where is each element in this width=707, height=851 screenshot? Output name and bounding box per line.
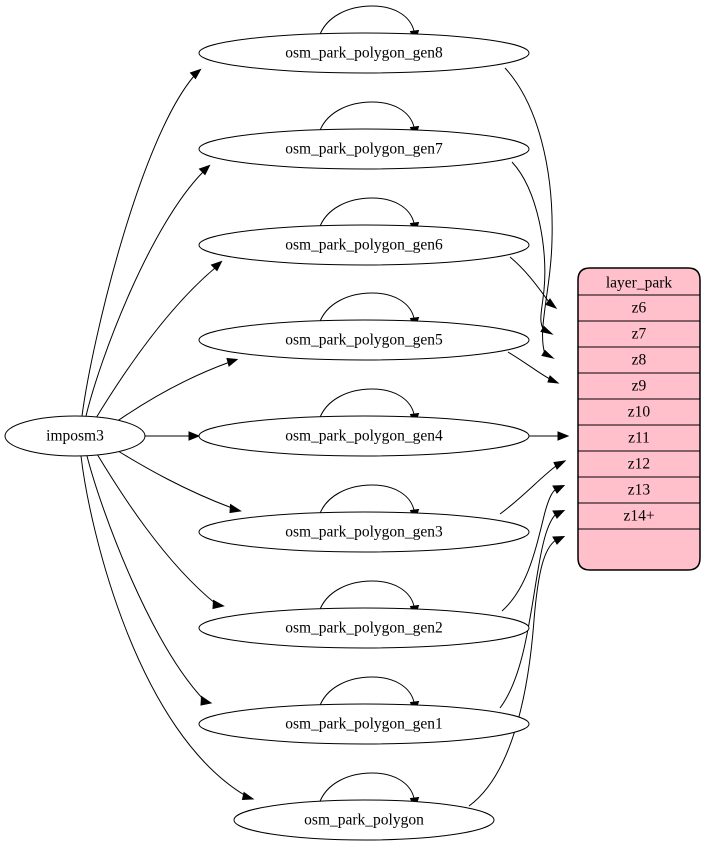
edge-group-source-to-nodes: [80, 68, 255, 801]
edge-imposm3-to-gen7: [85, 171, 204, 417]
self-loop-gen5: [318, 292, 415, 325]
node-gen2-shape[interactable]: [198, 607, 530, 649]
node-gen5-shape[interactable]: [198, 319, 530, 361]
arrowhead-imposm3-to-gen7: [198, 164, 211, 176]
edge-imposm3-to-gen8: [81, 75, 195, 417]
node-gen3-shape[interactable]: [198, 511, 530, 553]
node-gen3[interactable]: osm_park_polygon_gen3: [198, 511, 530, 553]
self-loop-gen7: [318, 101, 415, 134]
edge-imposm3-to-gen5: [115, 361, 231, 423]
self-loop-gen2: [318, 580, 415, 613]
arrowhead-gen2-to-z12: [552, 484, 566, 494]
arrowhead-gen5-to-z9: [547, 375, 560, 384]
table-row-z6[interactable]: z6: [632, 300, 647, 317]
node-gen2[interactable]: osm_park_polygon_gen2: [198, 607, 530, 649]
arrowhead-imposm3-to-gen6: [210, 260, 223, 272]
node-base-shape[interactable]: [233, 799, 495, 841]
arrowhead-imposm3-to-gen1: [200, 695, 213, 706]
node-base[interactable]: osm_park_polygon: [233, 799, 495, 841]
node-gen5-label: osm_park_polygon_gen5: [285, 332, 443, 349]
node-gen6-shape[interactable]: [198, 224, 530, 266]
arrowhead-imposm3-to-gen3: [229, 503, 242, 514]
arrowhead-base-to-z14: [552, 535, 566, 545]
edge-gen7-to-z7: [511, 161, 546, 331]
self-loop-gen1: [318, 676, 415, 709]
edge-gen3-to-z11: [499, 465, 557, 515]
node-gen4-label: osm_park_polygon_gen4: [285, 428, 443, 445]
edge-base-to-z14: [468, 539, 557, 807]
edge-imposm3-to-gen6: [95, 267, 216, 419]
self-loop-gen8: [318, 5, 415, 38]
node-gen8[interactable]: osm_park_polygon_gen8: [198, 32, 530, 74]
edge-gen1-to-z13: [499, 513, 557, 709]
table-row-z9[interactable]: z9: [632, 378, 647, 395]
node-base-label: osm_park_polygon: [304, 812, 424, 829]
self-loop-gen4: [318, 388, 415, 421]
node-gen6-label: osm_park_polygon_gen6: [285, 237, 443, 254]
edge-gen2-to-z12: [501, 488, 557, 612]
edge-group-nodes-to-table: [468, 67, 570, 807]
arrowhead-gen7-to-z7: [540, 325, 554, 335]
table-row-z13[interactable]: z13: [628, 482, 651, 499]
arrowhead-gen3-to-z11: [553, 460, 567, 470]
arrowhead-gen1-to-z13: [552, 509, 566, 519]
node-gen4-shape[interactable]: [198, 415, 530, 457]
arrowhead-gen8-to-z8: [541, 349, 555, 359]
node-gen1-shape[interactable]: [198, 703, 530, 745]
node-imposm3-label: imposm3: [46, 428, 104, 445]
node-gen6[interactable]: osm_park_polygon_gen6: [198, 224, 530, 266]
self-loop-base: [318, 772, 415, 805]
arrowhead-gen4-to-z10: [557, 431, 570, 441]
node-gen8-shape[interactable]: [198, 32, 530, 74]
node-gen3-label: osm_park_polygon_gen3: [285, 524, 443, 541]
edge-imposm3-to-gen1: [86, 455, 205, 701]
table-header-label: layer_park: [606, 275, 673, 292]
node-gen2-label: osm_park_polygon_gen2: [285, 620, 443, 637]
edge-gen8-to-z8: [504, 67, 553, 355]
node-gen1[interactable]: osm_park_polygon_gen1: [198, 703, 530, 745]
table-row-z8[interactable]: z8: [632, 352, 647, 369]
edge-gen6-to-z6: [509, 256, 550, 303]
edge-imposm3-to-base: [80, 455, 247, 797]
table-row-z14p[interactable]: z14+: [623, 508, 654, 525]
table-layer-park-background: [577, 267, 701, 571]
edge-imposm3-to-gen2: [96, 453, 217, 605]
table-row-z11[interactable]: z11: [628, 430, 650, 447]
arrowhead-gen6-to-z6: [545, 298, 558, 309]
node-gen1-label: osm_park_polygon_gen1: [285, 716, 443, 733]
node-imposm3[interactable]: imposm3: [4, 415, 146, 457]
edge-gen5-to-z9: [507, 351, 551, 380]
arrowhead-imposm3-to-gen5: [226, 357, 239, 367]
arrowhead-imposm3-to-gen2: [212, 599, 225, 610]
self-loop-gen3: [318, 484, 415, 517]
node-gen7-shape[interactable]: [198, 128, 530, 170]
node-gen7-label: osm_park_polygon_gen7: [285, 141, 443, 158]
arrowhead-imposm3-to-gen4: [188, 431, 201, 441]
node-imposm3-shape[interactable]: [4, 415, 146, 457]
table-layer-park[interactable]: layer_park z6 z7 z8 z9 z10 z11 z12 z13 z…: [577, 267, 701, 571]
node-gen7[interactable]: osm_park_polygon_gen7: [198, 128, 530, 170]
node-gen5[interactable]: osm_park_polygon_gen5: [198, 319, 530, 361]
table-row-z12[interactable]: z12: [628, 456, 650, 473]
arrowhead-imposm3-to-base: [241, 791, 255, 801]
edge-imposm3-to-gen3: [117, 450, 233, 509]
table-row-z7[interactable]: z7: [632, 326, 647, 343]
arrowhead-imposm3-to-gen8: [189, 68, 202, 80]
node-gen8-label: osm_park_polygon_gen8: [285, 45, 443, 62]
self-loop-gen6: [318, 197, 415, 230]
node-gen4[interactable]: osm_park_polygon_gen4: [198, 415, 530, 457]
edge-group-self-loops: [318, 5, 420, 810]
table-row-z10[interactable]: z10: [628, 404, 651, 421]
